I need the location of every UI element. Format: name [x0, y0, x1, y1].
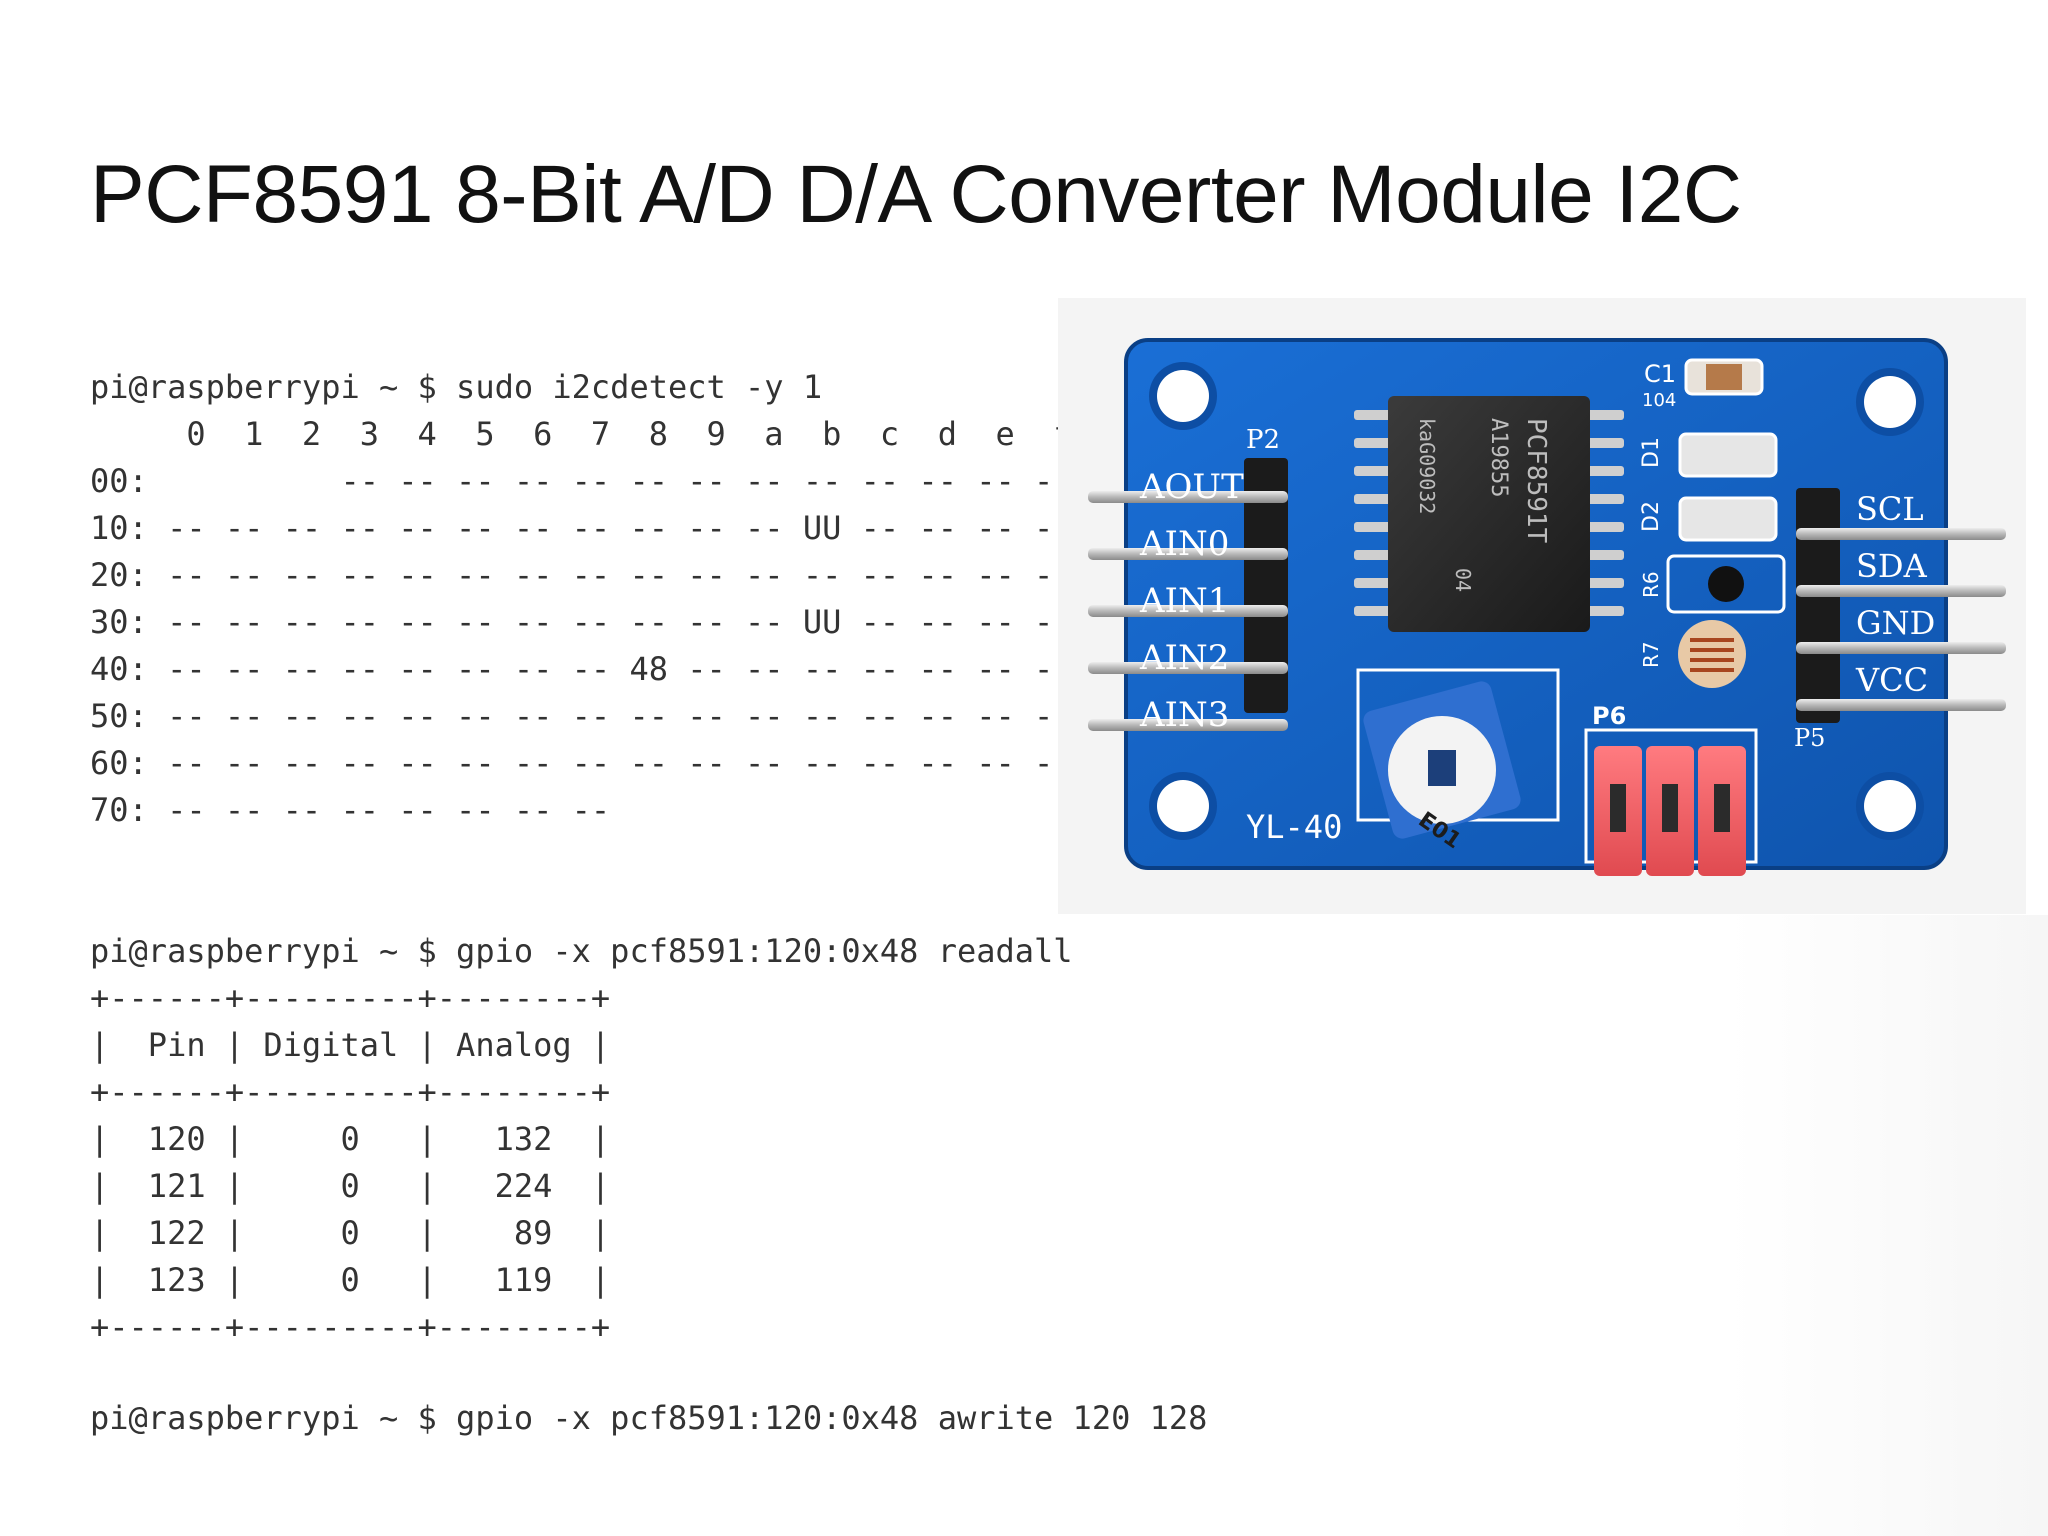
- table-row: | 123 | 0 | 119 |: [90, 1261, 611, 1299]
- r6-label: R6: [1639, 571, 1663, 598]
- right-pin-header: [1796, 488, 2006, 723]
- chip-code: kaG09032: [1415, 418, 1439, 514]
- pcf8591-module-photo: AOUT AIN0 AIN1 AIN2 AIN3 P2 SCL SDA GND …: [1058, 298, 2026, 914]
- i2cdetect-row: 50: -- -- -- -- -- -- -- -- -- -- -- -- …: [90, 697, 1073, 735]
- left-pin-header: [1088, 458, 1288, 731]
- gnd-label: GND: [1856, 604, 1935, 642]
- slide-title: PCF8591 8-Bit A/D D/A Converter Module I…: [90, 149, 1742, 240]
- chip-04: 04: [1451, 568, 1475, 592]
- ain0-label: AIN0: [1139, 524, 1229, 564]
- ain1-label: AIN1: [1139, 581, 1229, 621]
- awrite-command: pi@raspberrypi ~ $ gpio -x pcf8591:120:0…: [90, 1399, 1208, 1437]
- table-border: +------+---------+--------+: [90, 1308, 611, 1346]
- p2-label: P2: [1246, 425, 1280, 455]
- led-d2: D2: [1639, 496, 1778, 542]
- led-d1: D1: [1639, 432, 1778, 478]
- table-border: +------+---------+--------+: [90, 979, 611, 1017]
- i2cdetect-row: 00: -- -- -- -- -- -- -- -- -- -- -- -- …: [90, 462, 1073, 500]
- i2cdetect-row: 40: -- -- -- -- -- -- -- -- 48 -- -- -- …: [90, 650, 1073, 688]
- mounting-holes: [1149, 362, 1924, 840]
- i2cdetect-row: 10: -- -- -- -- -- -- -- -- -- -- -- UU …: [90, 509, 1073, 547]
- photo-background-fade: [1728, 915, 2048, 1536]
- table-row: | 121 | 0 | 224 |: [90, 1167, 611, 1205]
- c1-value-label: 104: [1642, 390, 1676, 411]
- p5-label: P5: [1794, 724, 1825, 752]
- thermistor-r6: R6: [1639, 554, 1786, 614]
- table-row: | 120 | 0 | 132 |: [90, 1120, 611, 1158]
- i2cdetect-row: 20: -- -- -- -- -- -- -- -- -- -- -- -- …: [90, 556, 1073, 594]
- vcc-label: VCC: [1855, 661, 1928, 699]
- i2cdetect-column-header: 0 1 2 3 4 5 6 7 8 9 a b c d e f: [90, 415, 1073, 453]
- r7-label: R7: [1639, 641, 1663, 668]
- i2cdetect-output: pi@raspberrypi ~ $ sudo i2cdetect -y 1 0…: [90, 364, 1073, 834]
- aout-label: AOUT: [1139, 467, 1244, 507]
- readall-command: pi@raspberrypi ~ $ gpio -x pcf8591:120:0…: [90, 932, 1073, 970]
- pcf8591-chip: PCF8591T A19855 04 kaG09032: [1354, 396, 1624, 632]
- d2-label: D2: [1639, 501, 1664, 532]
- table-border: +------+---------+--------+: [90, 1073, 611, 1111]
- ain2-label: AIN2: [1139, 638, 1229, 678]
- scl-label: SCL: [1856, 490, 1924, 528]
- c1-label: C1: [1644, 360, 1676, 388]
- sda-label: SDA: [1856, 547, 1928, 585]
- i2cdetect-command: pi@raspberrypi ~ $ sudo i2cdetect -y 1: [90, 368, 823, 406]
- chip-part-number: PCF8591T: [1521, 418, 1551, 544]
- chip-lot: A19855: [1486, 418, 1511, 497]
- photoresistor-r7: R7: [1639, 620, 1746, 688]
- readall-output: pi@raspberrypi ~ $ gpio -x pcf8591:120:0…: [90, 928, 1073, 1351]
- model-label: YL-40: [1246, 808, 1342, 846]
- awrite-output: pi@raspberrypi ~ $ gpio -x pcf8591:120:0…: [90, 1395, 1207, 1442]
- p6-label: P6: [1592, 702, 1626, 730]
- table-header: | Pin | Digital | Analog |: [90, 1026, 611, 1064]
- table-row: | 122 | 0 | 89 |: [90, 1214, 611, 1252]
- capacitor-c1: C1 104: [1642, 358, 1764, 411]
- jumper-block: P6: [1584, 702, 1758, 876]
- d1-label: D1: [1639, 437, 1664, 468]
- i2cdetect-row: 70: -- -- -- -- -- -- -- --: [90, 791, 611, 829]
- i2cdetect-row: 30: -- -- -- -- -- -- -- -- -- -- -- UU …: [90, 603, 1073, 641]
- ain3-label: AIN3: [1139, 695, 1229, 735]
- i2cdetect-row: 60: -- -- -- -- -- -- -- -- -- -- -- -- …: [90, 744, 1073, 782]
